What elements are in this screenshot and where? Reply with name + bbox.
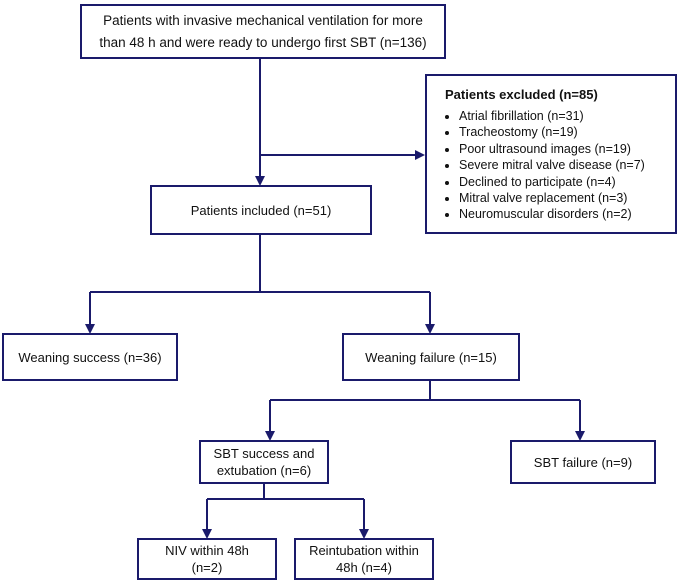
weaning-failure-label: Weaning failure (n=15) (365, 349, 497, 365)
sbt-success-line-2: extubation (n=6) (216, 463, 312, 478)
reintubation-line-2: 48h (n=4) (335, 560, 392, 575)
reintubation-line-1: Reintubation within (309, 543, 419, 558)
excluded-reason-item: Severe mitral valve disease (n=7) (459, 157, 675, 173)
box-excluded-patients: Patients excluded (n=85) Atrial fibrilla… (425, 74, 677, 234)
niv-line-1: NIV within 48h (165, 543, 249, 558)
box-reintubation-within-48h: Reintubation within 48h (n=4) (294, 538, 434, 580)
excluded-reason-item: Declined to participate (n=4) (459, 174, 675, 190)
box-weaning-success: Weaning success (n=36) (2, 333, 178, 381)
excluded-reasons-list: Atrial fibrillation (n=31) Tracheostomy … (445, 108, 675, 223)
excluded-reason-item: Neuromuscular disorders (n=2) (459, 206, 675, 222)
patients-included-label: Patients included (n=51) (190, 202, 332, 218)
sbt-failure-label: SBT failure (n=9) (533, 454, 633, 470)
box-sbt-failure: SBT failure (n=9) (510, 440, 656, 484)
initial-population-line-2: than 48 h and were ready to undergo firs… (99, 34, 427, 50)
excluded-reason-item: Poor ultrasound images (n=19) (459, 141, 675, 157)
excluded-reason-item: Atrial fibrillation (n=31) (459, 108, 675, 124)
box-initial-population: Patients with invasive mechanical ventil… (80, 4, 446, 59)
box-patients-included: Patients included (n=51) (150, 185, 372, 235)
box-sbt-success-extubation: SBT success and extubation (n=6) (199, 440, 329, 484)
initial-population-line-1: Patients with invasive mechanical ventil… (103, 12, 423, 28)
excluded-reason-item: Tracheostomy (n=19) (459, 124, 675, 140)
sbt-success-line-1: SBT success and (213, 446, 315, 461)
excluded-title: Patients excluded (n=85) (445, 87, 598, 102)
box-weaning-failure: Weaning failure (n=15) (342, 333, 520, 381)
niv-line-2: (n=2) (191, 560, 223, 575)
excluded-reason-item: Mitral valve replacement (n=3) (459, 190, 675, 206)
box-niv-within-48h: NIV within 48h (n=2) (137, 538, 277, 580)
weaning-success-label: Weaning success (n=36) (18, 349, 162, 365)
